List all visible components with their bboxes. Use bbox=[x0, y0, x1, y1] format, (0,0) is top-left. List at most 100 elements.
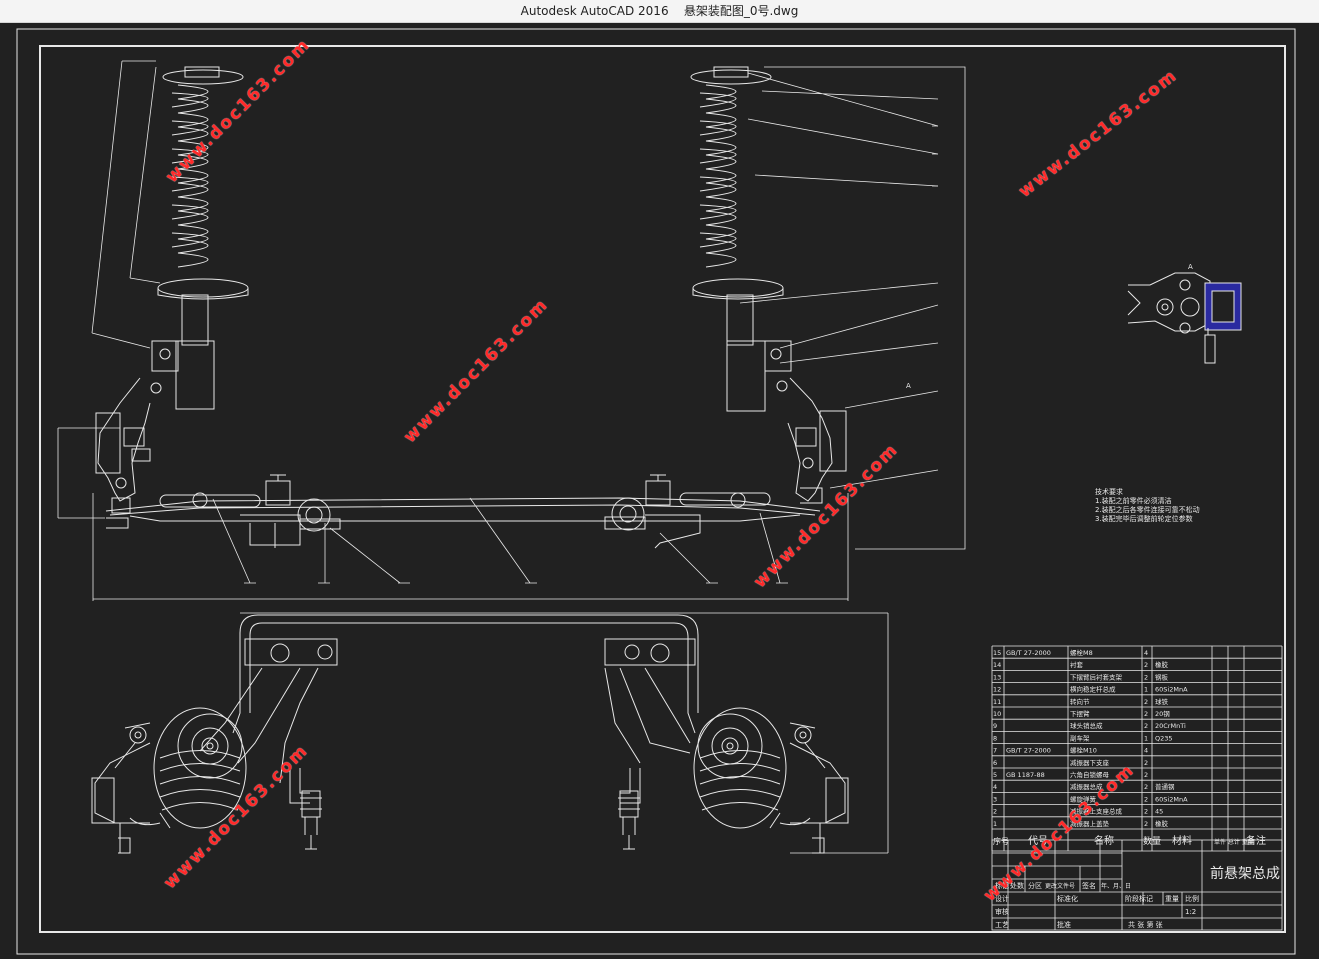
title-block-text: 标记 处数 分区 更改文件号 签名 年、月、日 设计 标准化 阶段标记 重量 比… bbox=[995, 865, 1280, 929]
bom-header-remark: 备注 bbox=[1246, 834, 1266, 847]
bom-cell-name: 下摆臂后衬套支架 bbox=[1070, 672, 1123, 681]
view-label-front: A bbox=[906, 382, 911, 390]
bom-cell-no: 6 bbox=[993, 759, 997, 767]
tb-stage-mark: 阶段标记 bbox=[1125, 894, 1153, 903]
bom-cell-material: 球铁 bbox=[1155, 697, 1169, 706]
tb-weight: 重量 bbox=[1165, 895, 1179, 903]
bom-cell-material: 60Si2MnA bbox=[1155, 795, 1188, 803]
tech-req-3: 3.装配完毕后调整前轮定位参数 bbox=[1095, 515, 1193, 523]
tb-standard: 标准化 bbox=[1057, 894, 1078, 903]
bom-cell-name: 转向节 bbox=[1070, 697, 1090, 706]
bom-cell-code: GB/T 27-2000 bbox=[1006, 649, 1051, 657]
bom-cell-name: 螺栓M10 bbox=[1070, 746, 1097, 755]
right-strut bbox=[690, 66, 847, 504]
outer-frame bbox=[16, 28, 1296, 955]
bom-cell-qty: 2 bbox=[1144, 722, 1148, 730]
bom-cell-qty: 2 bbox=[1144, 698, 1148, 706]
leader-lines bbox=[212, 72, 939, 584]
bom-cell-no: 13 bbox=[993, 673, 1001, 681]
tb-approve: 批准 bbox=[1057, 920, 1071, 929]
bom-cell-no: 5 bbox=[993, 771, 997, 779]
inner-frame bbox=[39, 45, 1286, 933]
tb-zone: 分区 bbox=[1028, 881, 1042, 890]
bom-cell-material: 45 bbox=[1155, 808, 1163, 816]
dimension-lines bbox=[57, 60, 966, 854]
bom-cell-no: 8 bbox=[993, 734, 997, 742]
bom-cell-no: 10 bbox=[993, 710, 1001, 718]
bom-cell-no: 11 bbox=[993, 698, 1001, 706]
front-view bbox=[57, 60, 966, 854]
bom-cell-qty: 2 bbox=[1144, 771, 1148, 779]
window-title: Autodesk AutoCAD 2016 悬架装配图_0号.dwg bbox=[520, 4, 799, 18]
bom-cell-qty: 2 bbox=[1144, 783, 1148, 791]
top-view bbox=[91, 614, 849, 854]
bom-cell-qty: 2 bbox=[1144, 759, 1148, 767]
bom-cell-no: 14 bbox=[993, 661, 1001, 669]
bom-cell-material: 橡胶 bbox=[1155, 819, 1169, 828]
bom-cell-no: 4 bbox=[993, 783, 997, 791]
left-wheel-assembly bbox=[91, 707, 247, 854]
tb-mark: 标记 bbox=[995, 881, 1009, 890]
bom-header-material: 材料 bbox=[1172, 834, 1192, 847]
drawing-title: 前悬架总成 bbox=[1210, 865, 1280, 882]
bom-cell-no: 9 bbox=[993, 722, 997, 730]
tech-req-2: 2.装配之后各零件连接可靠不松动 bbox=[1095, 506, 1200, 514]
bom-cell-no: 15 bbox=[993, 649, 1001, 657]
tb-design: 设计 bbox=[995, 894, 1009, 903]
bom-cell-name: 螺栓M8 bbox=[1070, 648, 1093, 657]
bom-cell-qty: 2 bbox=[1144, 795, 1148, 803]
bom-cell-name: 六角自锁螺母 bbox=[1070, 770, 1110, 779]
bom-cell-code: GB 1187-88 bbox=[1006, 771, 1045, 779]
bom-cell-material: 20CrMnTi bbox=[1155, 722, 1186, 730]
bom-header-weight: 单件 总计 重量 bbox=[1214, 838, 1254, 846]
bom-cell-name: 衬套 bbox=[1070, 660, 1084, 669]
bom-cell-material: 普通钢 bbox=[1155, 782, 1175, 791]
bom-header-name: 名称 bbox=[1094, 834, 1114, 847]
title-block bbox=[991, 839, 1283, 931]
tech-req-title: 技术要求 bbox=[1095, 488, 1123, 496]
bom-header-qty: 数量 bbox=[1143, 835, 1161, 847]
bom-cell-material: 钢板 bbox=[1155, 672, 1169, 681]
bom-cell-name: 减振器上盖垫 bbox=[1070, 819, 1110, 828]
bom-table bbox=[991, 645, 1283, 852]
bom-cell-name: 下摆臂 bbox=[1070, 709, 1090, 718]
bom-cell-material: 橡胶 bbox=[1155, 660, 1169, 669]
tb-ratio: 比例 bbox=[1185, 894, 1199, 903]
bom-cell-qty: 1 bbox=[1144, 686, 1148, 694]
bom-cell-code: GB/T 27-2000 bbox=[1006, 747, 1051, 755]
bom-cell-qty: 2 bbox=[1144, 710, 1148, 718]
bom-cell-name: 减振器上支座总成 bbox=[1070, 807, 1123, 816]
bom-cell-qty: 4 bbox=[1144, 747, 1148, 755]
bom-cell-name: 球头销总成 bbox=[1070, 721, 1103, 730]
bom-cell-qty: 2 bbox=[1144, 673, 1148, 681]
bom-cell-no: 2 bbox=[993, 808, 997, 816]
bom-cell-material: Q235 bbox=[1155, 734, 1173, 742]
tb-signature: 签名 bbox=[1082, 881, 1096, 890]
bom-cell-material: 60Si2MnA bbox=[1155, 686, 1188, 694]
bom-cell-qty: 2 bbox=[1144, 661, 1148, 669]
bom-cell-qty: 2 bbox=[1144, 820, 1148, 828]
tb-count: 处数 bbox=[1010, 881, 1024, 890]
tech-req-1: 1.装配之前零件必须清洁 bbox=[1095, 497, 1172, 505]
tb-sheets: 共 张 第 张 bbox=[1128, 920, 1163, 929]
tb-review: 审核 bbox=[995, 907, 1009, 916]
tb-date: 年、月、日 bbox=[1101, 882, 1131, 890]
bom-cell-no: 12 bbox=[993, 686, 1001, 694]
bom-cell-qty: 2 bbox=[1144, 808, 1148, 816]
bom-cell-qty: 4 bbox=[1144, 649, 1148, 657]
tb-change-doc: 更改文件号 bbox=[1045, 882, 1075, 890]
bom-cell-name: 减振器下支座 bbox=[1070, 758, 1110, 767]
window-titlebar: Autodesk AutoCAD 2016 悬架装配图_0号.dwg bbox=[0, 0, 1319, 23]
bom-cell-name: 副车架 bbox=[1070, 733, 1090, 742]
tech-requirements: 技术要求 1.装配之前零件必须清洁 2.装配之后各零件连接可靠不松动 3.装配完… bbox=[1095, 488, 1200, 524]
right-wheel-assembly bbox=[693, 707, 849, 854]
bom-header-code: 代号 bbox=[1028, 835, 1048, 847]
bom-header-no: 序号 bbox=[993, 836, 1009, 846]
bom-cell-name: 螺旋弹簧 bbox=[1070, 794, 1097, 803]
tb-process: 工艺 bbox=[995, 921, 1009, 929]
view-label-top: A bbox=[1188, 263, 1193, 271]
bom-cell-name: 横向稳定杆总成 bbox=[1070, 685, 1116, 694]
